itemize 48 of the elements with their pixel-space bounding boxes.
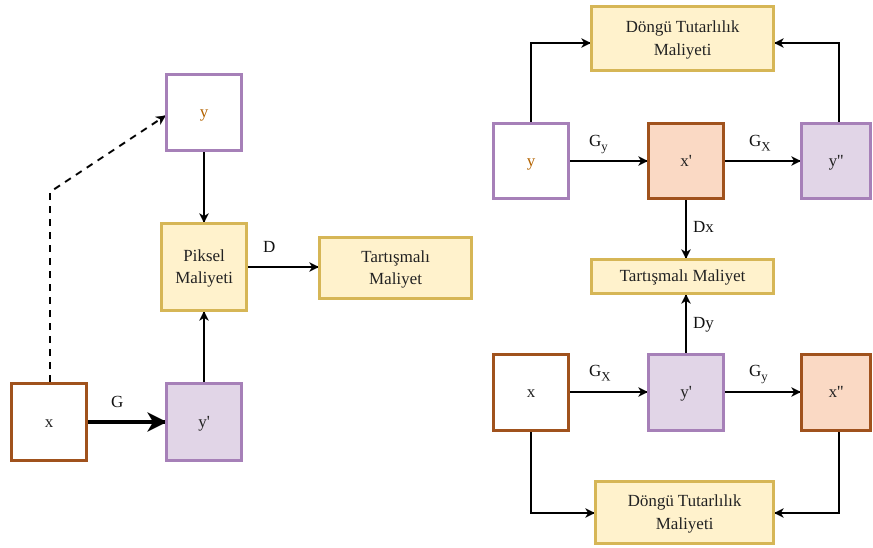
arrow: [725, 387, 801, 397]
edge-label: G$_{X}$: [748, 132, 772, 154]
arrow: [774, 38, 840, 122]
arrow: [530, 432, 595, 518]
node-label: y: [200, 101, 208, 124]
node-label: Tartışmalı Maliyet: [620, 265, 746, 288]
process-box: [647, 122, 725, 200]
arrow: [570, 156, 648, 166]
arrow: [248, 262, 319, 272]
node-label: x'': [828, 381, 844, 404]
arrow: [49, 115, 166, 382]
arrow: [570, 387, 648, 397]
edge-label: G$_{y}$: [588, 132, 609, 154]
arrow: [681, 200, 691, 259]
node-label: y: [526, 150, 536, 172]
node-label: Tartışmalı Maliyet: [360, 246, 431, 290]
process-box: [165, 382, 243, 462]
arrow: [725, 156, 801, 166]
node-label: y': [198, 410, 210, 433]
arrow: [199, 311, 209, 382]
node-label: x': [680, 150, 692, 172]
edge-label: G$_{X}$: [588, 362, 612, 384]
node-label: Piksel Maliyeti: [174, 244, 234, 289]
process-box: [594, 480, 775, 545]
arrow: [530, 38, 591, 122]
node-label: Döngü Tutarlılık Maliyeti: [626, 490, 742, 535]
process-box: [318, 236, 473, 300]
edge-label: Dy: [692, 314, 715, 333]
node-label: x: [526, 381, 536, 404]
process-box: [647, 353, 725, 432]
process-box: [160, 222, 248, 312]
node-label: y': [680, 381, 692, 404]
node-label: y'': [828, 150, 844, 172]
edge-label: G$_{y}$: [748, 362, 769, 384]
process-box: [492, 122, 570, 200]
node-label: Döngü Tutarlılık Maliyeti: [624, 16, 740, 61]
arrow: [199, 152, 209, 223]
process-box: [590, 5, 775, 72]
process-box: [492, 353, 570, 432]
node-label: x: [44, 410, 54, 433]
arrow: [88, 412, 167, 432]
process-box: [800, 353, 872, 432]
process-box: [165, 73, 243, 152]
arrow: [681, 294, 691, 353]
arrow: [774, 432, 840, 518]
process-box: [10, 382, 88, 462]
process-box: [590, 258, 775, 295]
process-box: [800, 122, 872, 200]
